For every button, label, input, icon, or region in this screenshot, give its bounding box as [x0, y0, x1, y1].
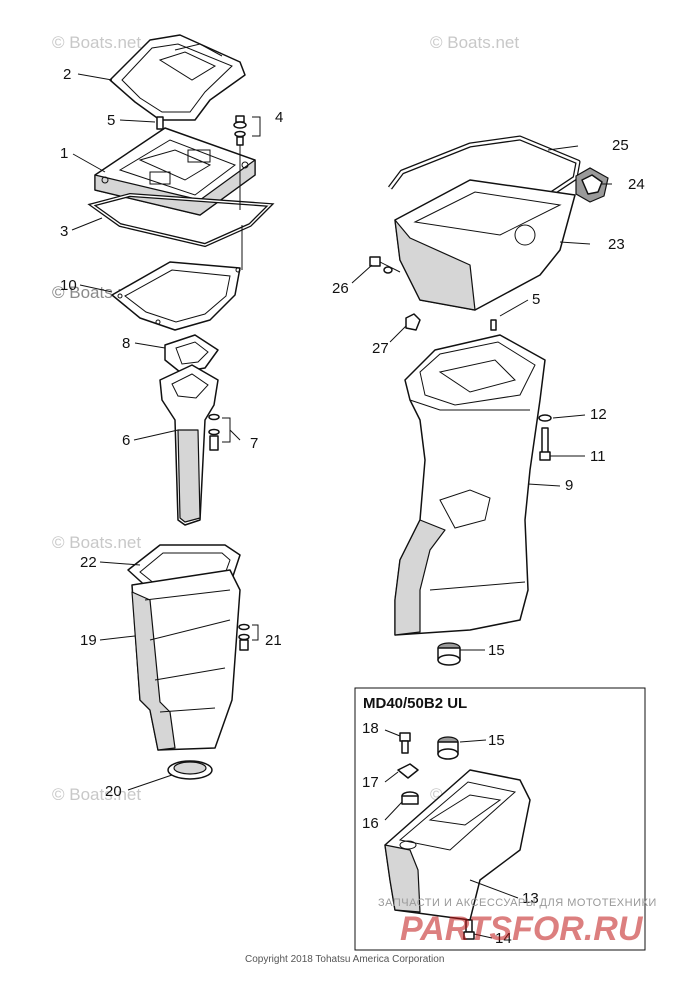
- callout-4: 4: [275, 109, 283, 126]
- part-11-bolt: [539, 427, 551, 461]
- callout-15: 15: [488, 732, 505, 749]
- part-6-exhaust-pipe: [159, 364, 219, 526]
- callout-26: 26: [332, 280, 349, 297]
- inset-title: MD40/50B2 UL: [363, 695, 467, 712]
- callout-2: 2: [63, 66, 71, 83]
- overlay-big-text: PARTSFOR.RU: [400, 910, 644, 948]
- part-14-bolt: [463, 919, 475, 940]
- part-9-extension-case: [394, 334, 546, 636]
- callout-12: 12: [590, 406, 607, 423]
- part-5-dowel: [156, 116, 164, 130]
- callout-5: 5: [107, 112, 115, 129]
- watermark: © Boats.net: [52, 33, 141, 52]
- callout-27: 27: [372, 340, 389, 357]
- callout-18: 18: [362, 720, 379, 737]
- part-26-bolt: [369, 256, 401, 274]
- callout-8: 8: [122, 335, 130, 352]
- callout-22: 22: [80, 554, 97, 571]
- watermark: © Boats.net: [52, 785, 141, 804]
- overlay-small-text: ЗАПЧАСТИ И АКСЕССУАРЫ ДЛЯ МОТОТЕХНИКИ: [378, 897, 657, 909]
- part-12-washer: [538, 414, 552, 422]
- callout-7: 7: [250, 435, 258, 452]
- part-24-grommet: [575, 167, 609, 203]
- part-16-bushing: [401, 791, 419, 805]
- callout-10: 10: [60, 277, 77, 294]
- callout-6: 6: [122, 432, 130, 449]
- part-13-lower-case: [384, 769, 531, 921]
- callout-17: 17: [362, 774, 379, 791]
- callout-25: 25: [612, 137, 629, 154]
- callout-24: 24: [628, 176, 645, 193]
- part-27-nut: [405, 313, 421, 331]
- callout-1: 1: [60, 145, 68, 162]
- inset-box: MD40/50B2 UL: [354, 687, 646, 951]
- watermark: © Boats.net: [430, 33, 519, 52]
- callout-9: 9: [565, 477, 573, 494]
- part-21-bolt: [238, 623, 250, 651]
- part-8-gasket: [164, 334, 219, 373]
- part-5-dowel: [490, 319, 497, 331]
- callout-3: 3: [60, 223, 68, 240]
- part-17-clip: [397, 763, 419, 779]
- part-15-mount: [437, 736, 459, 760]
- callout-14: 14: [495, 930, 512, 947]
- part-3-seal: [87, 192, 275, 248]
- part-2-gasket: [109, 34, 246, 121]
- callout-11: 11: [590, 448, 606, 465]
- part-7-bolt: [208, 413, 220, 451]
- leader-lines: [71, 73, 612, 939]
- callout-16: 16: [362, 815, 379, 832]
- watermark: © Boats.net: [52, 533, 141, 552]
- part-4-bolt: [233, 115, 247, 146]
- callout-20: 20: [105, 783, 122, 800]
- copyright-text: Copyright 2018 Tohatsu America Corporati…: [245, 954, 444, 965]
- part-19-oil-pan: [131, 569, 241, 751]
- callout-19: 19: [80, 632, 97, 649]
- part-20-seal: [167, 760, 213, 780]
- callout-15: 15: [488, 642, 505, 659]
- part-10-gasket: [111, 261, 241, 331]
- callout-13: 13: [522, 890, 539, 907]
- callout-23: 23: [608, 236, 625, 253]
- callouts: 2 1 3 4 5 10 8 6 7 22 19 21 20 25 24 23 …: [60, 66, 645, 947]
- callout-5: 5: [532, 291, 540, 308]
- callout-21: 21: [265, 632, 282, 649]
- part-18-bolt: [399, 732, 411, 754]
- part-15-mount: [437, 642, 461, 666]
- site-overlay-watermark: ЗАПЧАСТИ И АКСЕССУАРЫ ДЛЯ МОТОТЕХНИКИ PA…: [378, 897, 657, 948]
- part-23-undercover: [394, 179, 576, 311]
